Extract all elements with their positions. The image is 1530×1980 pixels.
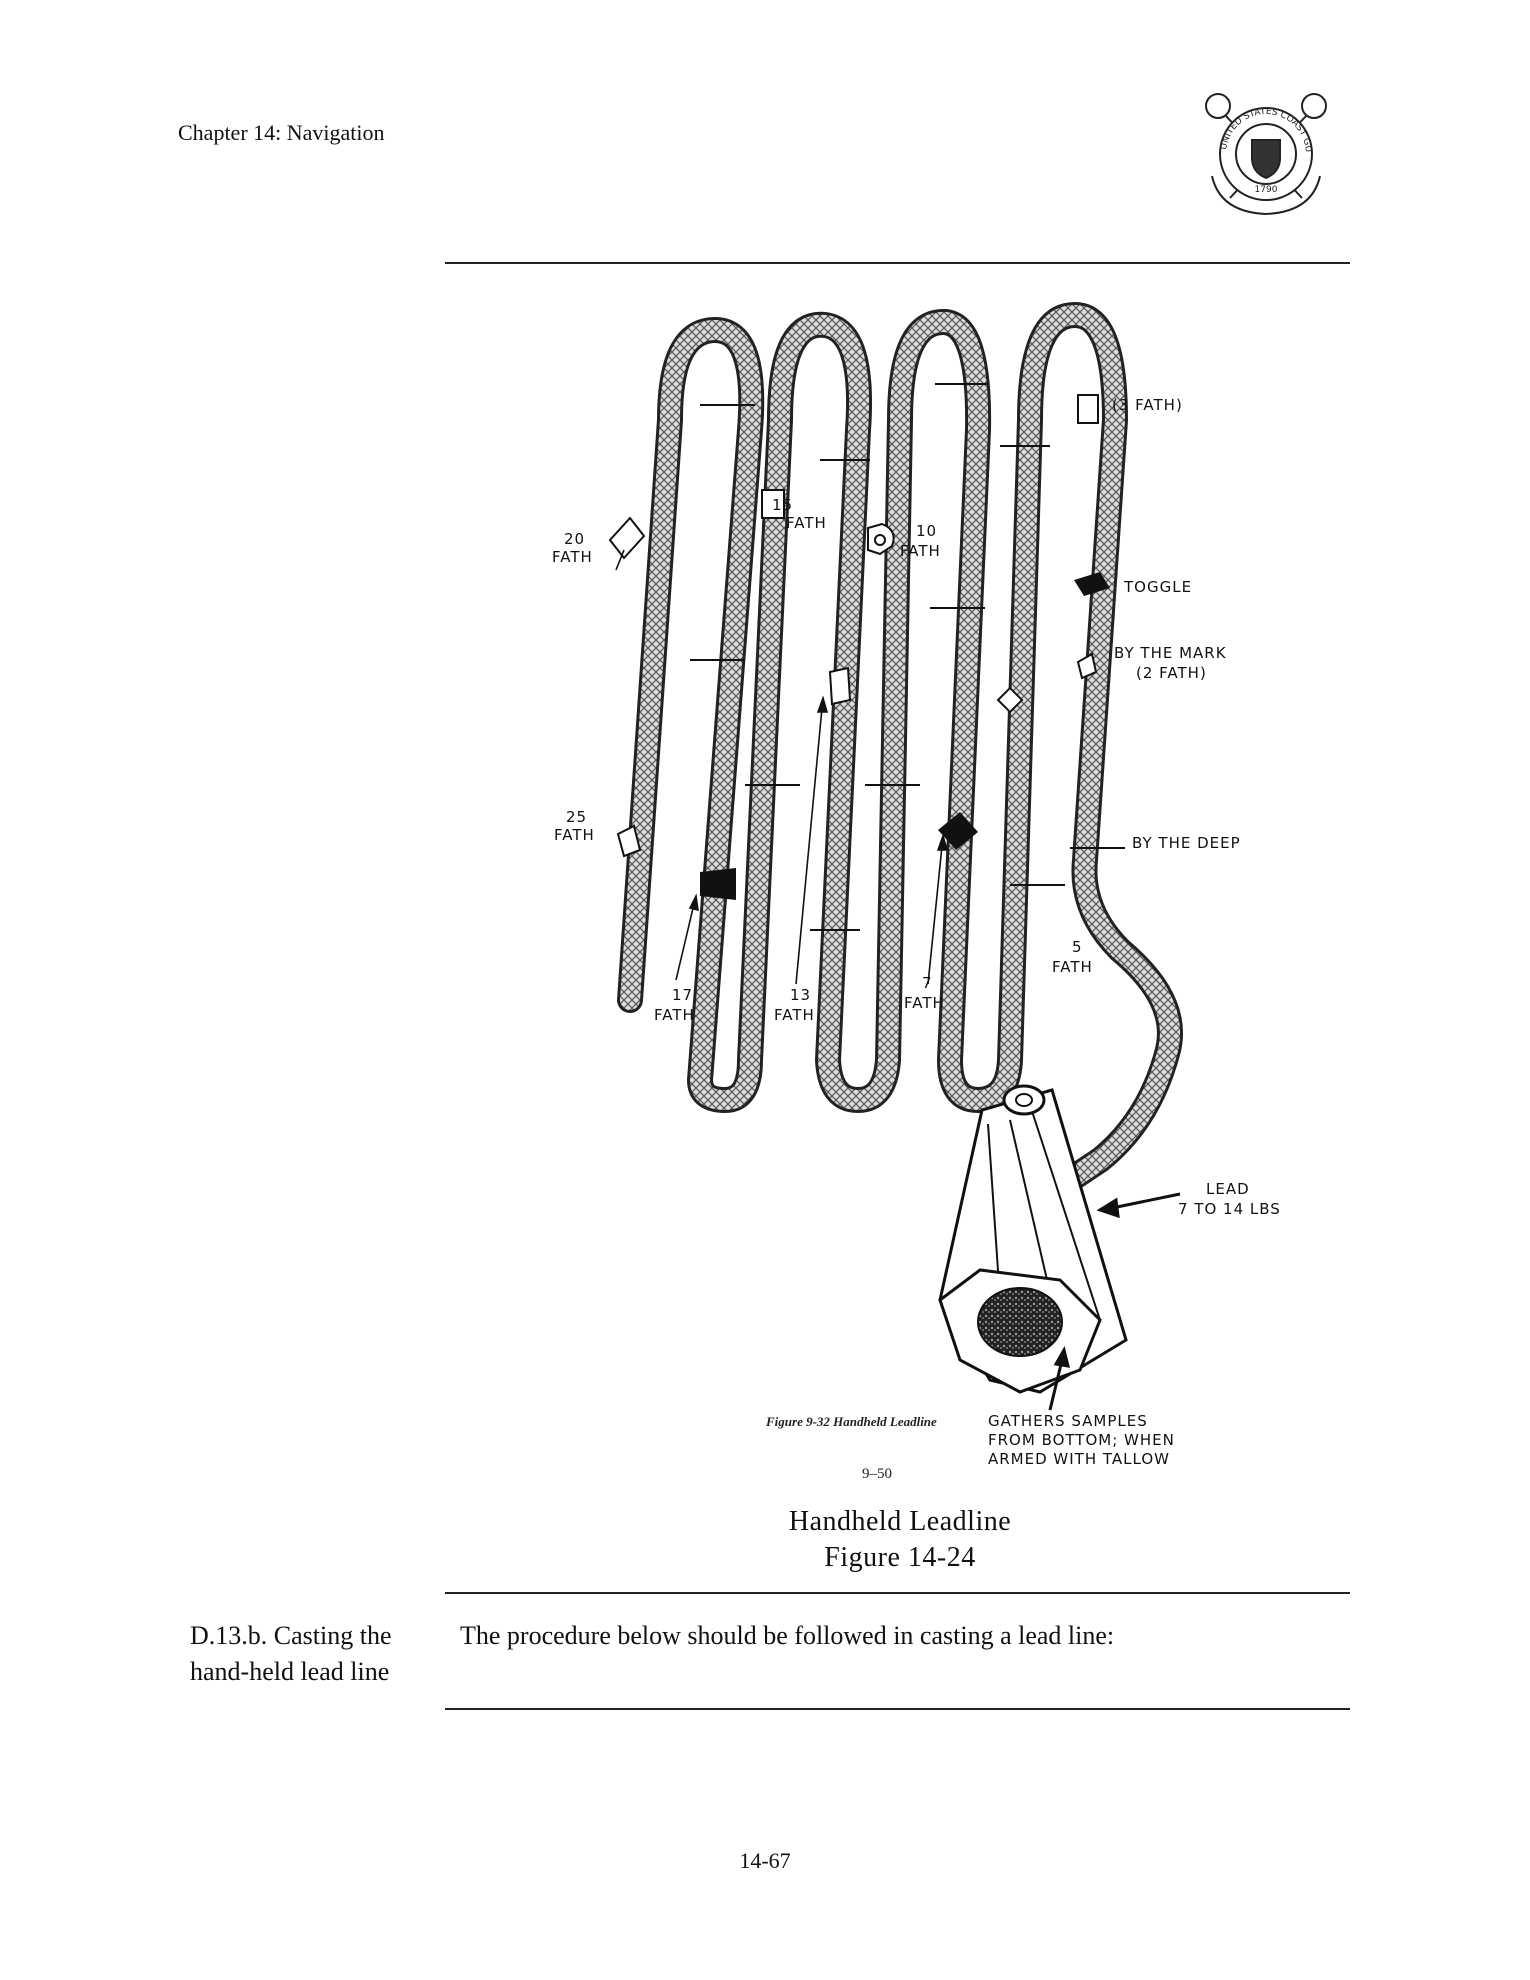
label-3-fath: (3 FATH) [1112, 396, 1183, 414]
chapter-header: Chapter 14: Navigation [178, 120, 385, 145]
label-toggle: TOGGLE [1123, 578, 1192, 596]
label-gathers-3: ARMED WITH TALLOW [988, 1450, 1170, 1468]
label-gathers-2: FROM BOTTOM; WHEN [988, 1431, 1175, 1449]
label-by-the-deep: BY THE DEEP [1132, 834, 1241, 852]
label-20-fath-num: 20 [564, 530, 585, 548]
label-17-fath-unit: FATH [654, 1006, 695, 1024]
top-rule [445, 262, 1350, 264]
label-10-fath-num: 10 [916, 522, 937, 540]
label-by-the-mark-sub: (2 FATH) [1136, 664, 1207, 682]
section-bottom-rule [445, 1708, 1350, 1710]
section-heading-line1: D.13.b. Casting the [190, 1621, 392, 1650]
section-heading-line2: hand-held lead line [190, 1657, 390, 1686]
page-number: 14-67 [739, 1848, 791, 1873]
seal-year-text: 1790 [1255, 185, 1278, 195]
label-25-fath-unit: FATH [554, 826, 595, 844]
label-7-fath-num: 7 [922, 974, 933, 992]
section-heading: D.13.b. Casting the hand-held lead line [190, 1618, 440, 1690]
lead-weight-icon [938, 1084, 1128, 1394]
source-figure-caption: Figure 9-32 Handheld Leadline [765, 1414, 937, 1429]
label-5-fath-num: 5 [1072, 938, 1083, 956]
label-15-fath-num: 15 [772, 496, 793, 514]
figure-caption-number: Figure 14-24 [824, 1542, 976, 1573]
coast-guard-seal: UNITED STATES COAST GUARD 1790 [1190, 88, 1327, 216]
label-15-fath-unit: FATH [786, 514, 827, 532]
section-body: The procedure below should be followed i… [460, 1621, 1115, 1650]
label-13-fath-unit: FATH [774, 1006, 815, 1024]
leather-marker-icons [608, 394, 1110, 900]
label-5-fath-unit: FATH [1052, 958, 1093, 976]
source-page-number: 9–50 [862, 1466, 892, 1482]
label-7-fath-unit: FATH [904, 994, 945, 1012]
leadline-figure: (3 FATH) 15 FATH 10 FATH 20 FATH TOGGLE … [552, 301, 1281, 1482]
label-13-fath-num: 13 [790, 986, 811, 1004]
label-lead-weight: 7 TO 14 LBS [1178, 1200, 1281, 1218]
rope-line [617, 301, 1183, 1193]
label-by-the-mark: BY THE MARK [1114, 644, 1227, 662]
label-lead: LEAD [1206, 1180, 1250, 1198]
label-17-fath-num: 17 [672, 986, 693, 1004]
fathom-ticks [690, 383, 1125, 931]
figure-caption-title: Handheld Leadline [788, 1506, 1012, 1537]
section-top-rule [445, 1592, 1350, 1594]
label-10-fath-unit: FATH [900, 542, 941, 560]
pointer-arrows [615, 549, 949, 985]
label-gathers-1: GATHERS SAMPLES [988, 1412, 1148, 1430]
lead-arrows [1048, 1192, 1181, 1411]
figure-caption: Handheld Leadline Figure 14-24 [700, 1504, 1100, 1576]
label-25-fath-num: 25 [566, 808, 587, 826]
label-20-fath-unit: FATH [552, 548, 593, 566]
